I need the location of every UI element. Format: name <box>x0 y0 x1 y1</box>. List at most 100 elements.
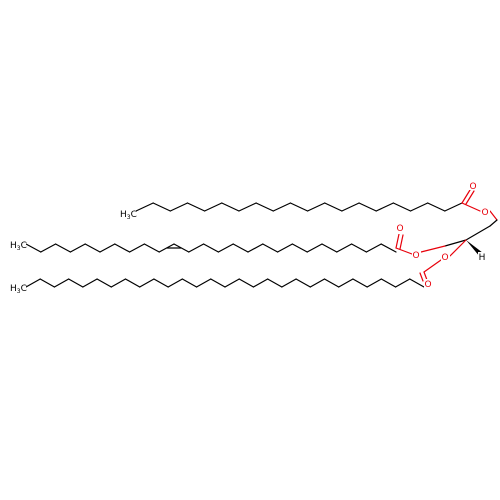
bond-glycerol-o <box>449 239 467 257</box>
bond-mid-chain <box>188 243 205 253</box>
bond-mid-chain <box>203 243 219 253</box>
bond-mid-chain <box>306 243 323 253</box>
atom-o-mid-ester: O <box>412 250 421 261</box>
atom-o-top-ester: O <box>481 207 490 218</box>
atom-h-stereo: H <box>478 252 486 263</box>
bond-mid-carbonyl <box>399 234 404 250</box>
bond-top-chain <box>204 202 223 212</box>
bond-bot-chain <box>124 278 141 288</box>
bond-mid-chain <box>351 243 367 253</box>
svg-text:O: O <box>396 224 403 234</box>
bond-bot-carbonyl <box>423 271 428 281</box>
atom-o-top-carbonyl: O <box>469 180 477 192</box>
atom-ch3-mid: H3C <box>9 238 27 252</box>
svg-text:O: O <box>424 280 431 290</box>
bond-top-chain <box>392 202 412 212</box>
bond-bot-chain <box>323 278 340 288</box>
bond-top-carbonyl <box>461 189 471 204</box>
bond-bot-chain <box>82 278 98 288</box>
svg-text:O: O <box>441 253 448 263</box>
atom-ch3-bot: H3C <box>9 281 27 295</box>
bond-top-chain <box>152 202 171 212</box>
bond-mid-chain <box>69 243 86 253</box>
bond-bot-chain <box>39 278 56 288</box>
bond-bot-chain <box>309 278 326 288</box>
atom-label-layer: H3C O O H3C O O O <box>9 180 490 295</box>
bond-mid-chain <box>321 243 338 253</box>
bond-glycerol <box>420 245 446 253</box>
bond-bot-chain <box>409 278 425 288</box>
bond-top-chain <box>324 202 343 212</box>
atom-o-mid-carbonyl: O <box>396 224 404 234</box>
bond-top-chain <box>375 202 394 212</box>
bond-mid-chain <box>54 243 72 253</box>
bond-bot-chain <box>295 278 311 288</box>
bond-bot-chain <box>352 278 368 288</box>
bond-bot-chain <box>210 278 226 288</box>
bond-bot-chain <box>252 278 269 288</box>
bond-bot-chain <box>139 278 155 288</box>
bond-mid-chain <box>232 243 249 253</box>
bond-bot-chain <box>96 278 112 288</box>
bond-mid-chain <box>143 243 160 253</box>
bond-top-chain <box>272 202 292 212</box>
bond-mid-chain <box>25 243 42 253</box>
bond-bot-chain <box>366 278 382 288</box>
bond-mid-chain <box>99 243 116 253</box>
bond-top-chain <box>186 202 206 212</box>
bond-bot-chain <box>53 278 70 288</box>
svg-text:O: O <box>481 208 488 218</box>
bond-top-chain <box>255 202 274 212</box>
bond-top-carbonyl <box>465 190 475 205</box>
svg-text:H3C: H3C <box>10 241 27 252</box>
bond-top-chain <box>444 202 463 212</box>
bond-mid-chain <box>114 243 131 253</box>
bond-bot-chain <box>267 278 283 288</box>
bond-bot-chain <box>281 278 297 288</box>
bond-bot-carbonyl <box>419 272 424 282</box>
svg-text:H3C: H3C <box>10 284 27 295</box>
bond-top-chain <box>427 202 446 212</box>
bond-mid-chain <box>277 243 293 253</box>
bond-bot-chain <box>110 278 127 288</box>
bond-glycerol <box>465 225 491 241</box>
bond-top-chain <box>289 202 309 212</box>
bond-bot-chain <box>195 278 212 288</box>
bond-mid-carbonyl <box>395 233 400 249</box>
bond-glycerol <box>489 219 498 227</box>
bond-mid-chain <box>84 243 101 253</box>
bond-layer <box>25 189 498 288</box>
bond-top-chain <box>238 202 257 212</box>
bond-top-chain <box>169 202 189 212</box>
bond-mid-chain <box>40 243 57 253</box>
bond-bot-chain <box>153 278 169 288</box>
bond-top-ester <box>461 202 481 212</box>
bond-bot-ester <box>423 259 442 273</box>
bond-top-chain <box>135 202 154 212</box>
bond-mid-chain <box>291 243 308 253</box>
bond-mid-ester <box>395 247 413 255</box>
bond-top-chain <box>409 202 429 212</box>
bond-bot-chain <box>167 278 183 288</box>
bond-bot-chain <box>181 278 198 288</box>
bond-bot-chain <box>68 278 84 288</box>
bond-mid-chain <box>336 243 353 253</box>
bond-mid-chain <box>217 243 234 253</box>
svg-text:O: O <box>469 182 476 192</box>
bond-top-chain <box>358 202 377 212</box>
bond-mid-chain <box>129 243 145 253</box>
atom-ch3-top: H3C <box>119 207 137 221</box>
bond-mid-chain <box>247 243 264 253</box>
bond-top-chain <box>306 202 326 212</box>
bond-bot-chain <box>394 278 411 288</box>
bond-glycerol <box>489 210 498 221</box>
bond-bot-chain <box>338 278 354 288</box>
bond-bot-chain <box>25 278 41 288</box>
atom-o-bot-ester: O <box>441 252 450 263</box>
svg-text:H: H <box>479 253 486 263</box>
bond-top-chain <box>341 202 360 212</box>
atom-o-bot-carbonyl: O <box>424 279 432 290</box>
bond-mid-chain <box>365 243 382 253</box>
bond-mid-chain <box>380 243 397 253</box>
